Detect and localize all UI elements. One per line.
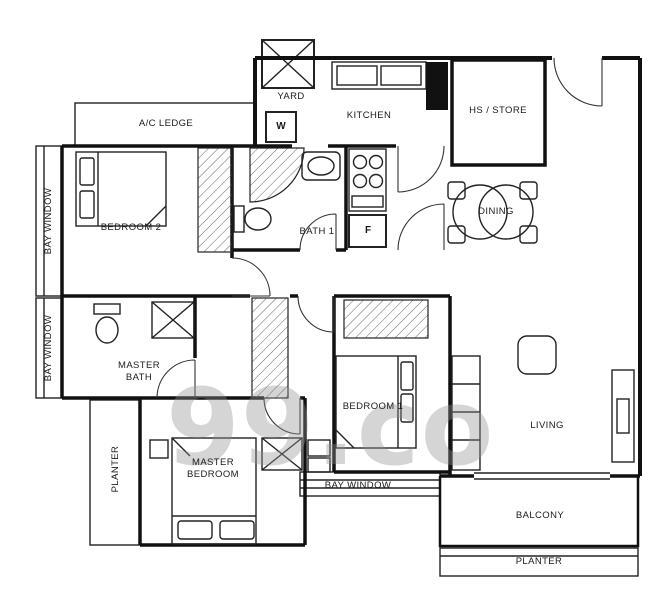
balcony-label: BALCONY bbox=[515, 510, 565, 522]
yard-label: YARD bbox=[277, 91, 305, 103]
stove bbox=[348, 148, 387, 212]
master-bedroom-door bbox=[263, 397, 301, 435]
master-bath-door bbox=[156, 359, 196, 399]
master-dresser bbox=[261, 437, 303, 471]
entrance-door bbox=[553, 57, 603, 107]
master-bath-vanity bbox=[151, 301, 195, 339]
bedroom2-wardrobe bbox=[197, 147, 233, 253]
bath1-door bbox=[299, 213, 337, 251]
fridge-box bbox=[348, 214, 387, 248]
bedroom2-label: BEDROOM 2 bbox=[100, 222, 162, 234]
niche-cabinets bbox=[307, 439, 331, 473]
bedroom2-door bbox=[231, 257, 271, 297]
kitchen-tall-unit bbox=[426, 62, 448, 110]
door-swings bbox=[156, 57, 603, 435]
living-label: LIVING bbox=[530, 420, 564, 432]
wardrobes bbox=[197, 147, 429, 399]
living-sofa bbox=[451, 355, 481, 471]
washer-box bbox=[265, 111, 297, 143]
planter-bottom-label: PLANTER bbox=[515, 556, 563, 568]
master-bath-label: MASTER BATH bbox=[118, 360, 160, 383]
balcony-slider-glass bbox=[474, 472, 610, 480]
planter-bottom-outline bbox=[439, 547, 639, 577]
ac-ledge-label: A/C LEDGE bbox=[138, 118, 194, 130]
thin-structures bbox=[35, 102, 639, 577]
dining-label: DINING bbox=[478, 206, 514, 218]
furniture bbox=[75, 61, 635, 545]
bay-window-bottom-glass bbox=[300, 479, 440, 489]
bedroom1-wardrobe bbox=[343, 299, 429, 339]
bath1-toilet bbox=[233, 205, 272, 233]
bay-window-left-top-label: BAY WINDOW bbox=[43, 187, 55, 255]
master-bedside-table bbox=[149, 439, 169, 459]
hs-store-label: HS / STORE bbox=[469, 105, 527, 117]
bedroom1-door bbox=[297, 295, 335, 333]
bath1-shower-screen bbox=[249, 147, 305, 203]
balcony-walls bbox=[438, 476, 640, 548]
kitchen-door-right bbox=[397, 203, 445, 251]
bedroom2-bed bbox=[75, 151, 167, 227]
washer-label: W bbox=[276, 120, 286, 132]
bedroom1-bed bbox=[335, 355, 417, 449]
bath1-label: BATH 1 bbox=[299, 226, 335, 238]
interior-walls bbox=[60, 58, 640, 547]
master-bath-toilet bbox=[93, 303, 121, 344]
watermark: 99.co bbox=[166, 366, 495, 489]
tv-console bbox=[611, 369, 635, 463]
service-shaft bbox=[261, 39, 315, 89]
outer-walls bbox=[253, 56, 642, 476]
kitchen-label: KITCHEN bbox=[346, 110, 392, 122]
bedroom1-label: BEDROOM 1 bbox=[342, 401, 404, 413]
kitchen-door-left bbox=[397, 145, 445, 193]
planter-left-label: PLANTER bbox=[110, 445, 122, 493]
bay-window-left-bottom-label: BAY WINDOW bbox=[43, 314, 55, 382]
bath1-sink bbox=[301, 151, 341, 181]
corridor-wardrobe bbox=[251, 297, 289, 399]
bay-window-bottom-label: BAY WINDOW bbox=[324, 480, 392, 492]
dining-table bbox=[447, 181, 538, 244]
fridge-label: F bbox=[364, 224, 372, 236]
hs-store-walls bbox=[450, 58, 547, 167]
master-bed bbox=[171, 437, 257, 545]
kitchen-sink bbox=[331, 61, 427, 90]
master-bedroom-label: MASTER BEDROOM bbox=[187, 457, 239, 480]
living-armchair bbox=[517, 335, 557, 375]
